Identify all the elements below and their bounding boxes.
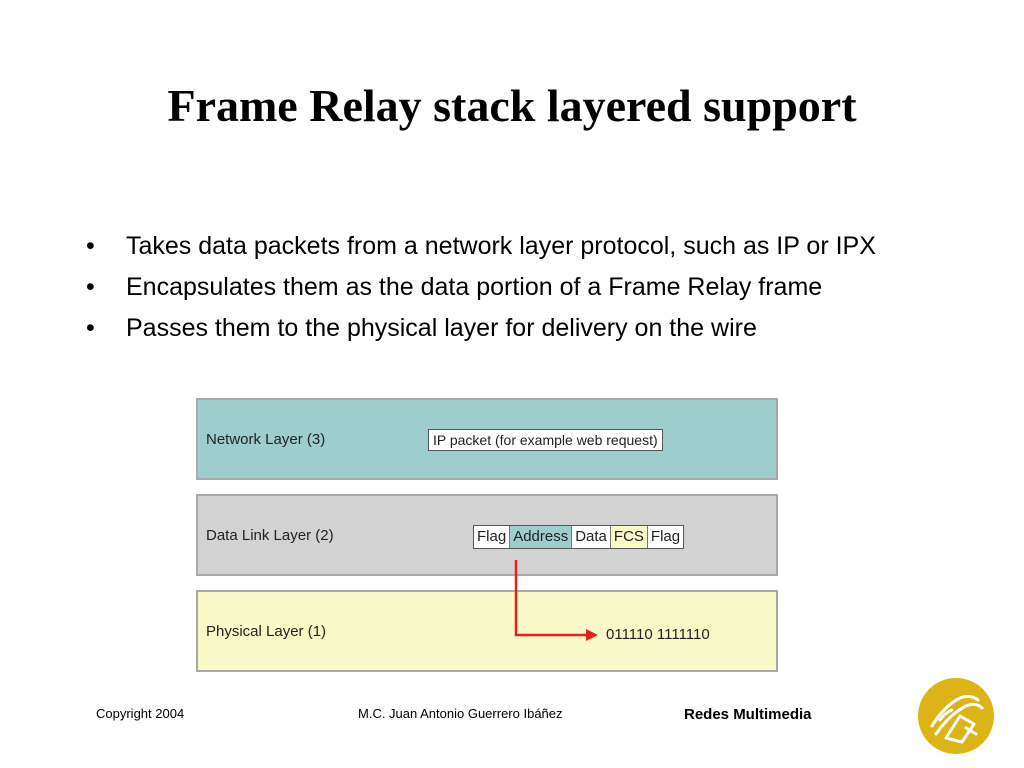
frame-field-address: Address [510, 526, 573, 548]
footer-copyright: Copyright 2004 [96, 706, 185, 721]
bullet-marker: • [86, 314, 95, 342]
frame-field-flag-start: Flag [474, 526, 511, 548]
physical-layer-label: Physical Layer (1) [206, 623, 327, 640]
bullet-item: • Encapsulates them as the data portion … [86, 271, 946, 303]
network-layer-label: Network Layer (3) [206, 431, 326, 448]
network-layer-box: Network Layer (3) IP packet (for example… [196, 398, 778, 480]
bullet-marker: • [86, 232, 95, 260]
bullet-text: Passes them to the physical layer for de… [126, 314, 757, 342]
footer-course: Redes Multimedia [684, 706, 812, 723]
seal-disc [918, 678, 994, 754]
university-seal-icon [918, 678, 994, 754]
slide-title: Frame Relay stack layered support [167, 80, 857, 131]
bullet-text: Encapsulates them as the data portion of… [126, 273, 823, 301]
bullet-marker: • [86, 273, 95, 301]
bullet-list: • Takes data packets from a network laye… [86, 230, 946, 353]
data-link-layer-label: Data Link Layer (2) [206, 527, 334, 544]
frame-field-fcs: FCS [610, 526, 648, 548]
bullet-item: • Takes data packets from a network laye… [86, 230, 946, 262]
bullet-text: Takes data packets from a network layer … [126, 232, 876, 260]
frame-relay-frame: Flag Address Data FCS Flag [473, 525, 685, 549]
ip-packet-box: IP packet (for example web request) [428, 429, 663, 451]
footer-author: M.C. Juan Antonio Guerrero Ibáñez [358, 706, 563, 721]
frame-field-data: Data [572, 526, 611, 548]
physical-layer-box: Physical Layer (1) 011110 1111110 [196, 590, 778, 672]
data-link-layer-box: Data Link Layer (2) Flag Address Data FC… [196, 494, 778, 576]
frame-field-flag-end: Flag [647, 526, 684, 548]
bullet-item: • Passes them to the physical layer for … [86, 312, 946, 344]
bit-stream: 011110 1111110 [606, 626, 710, 643]
